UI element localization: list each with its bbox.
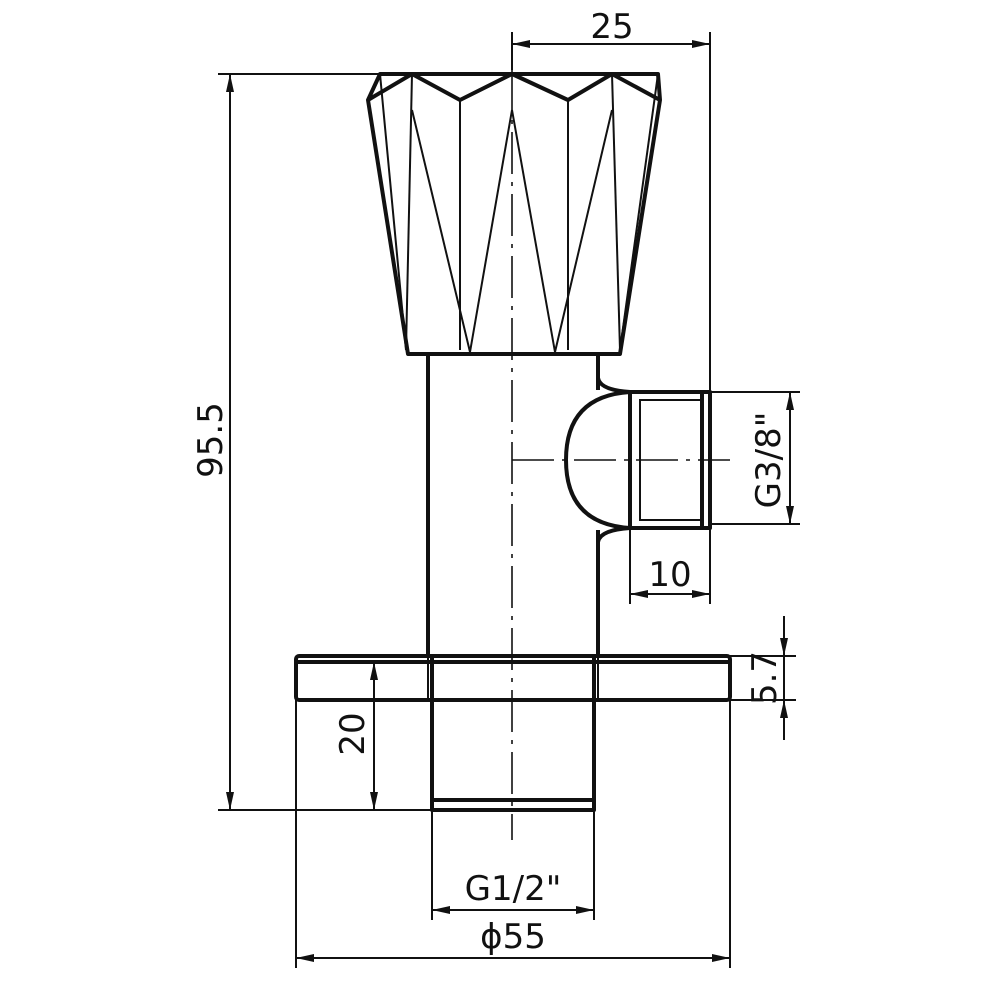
dim-inlet-thread: G1/2" [431, 810, 595, 920]
knob-ridge [611, 73, 621, 351]
dim-flange-diameter: ϕ55 [295, 700, 731, 968]
flange-and-inlet [294, 654, 732, 812]
dim-label: G1/2" [465, 869, 562, 909]
knob-edge [619, 73, 659, 351]
dim-label: 95.5 [191, 402, 231, 478]
valve-body [426, 354, 631, 656]
outlet-fillet-top [596, 377, 631, 394]
arrowhead [692, 40, 710, 48]
dim-overall-height: 95.5 [191, 73, 432, 811]
arrowhead [296, 954, 314, 962]
arrowhead [370, 662, 378, 680]
knob-edge [379, 73, 407, 351]
dim-outlet-length: 10 [629, 524, 711, 604]
arrowhead [432, 906, 450, 914]
inlet-thread-body [430, 654, 596, 812]
arrowhead [512, 40, 530, 48]
knob-ridge [367, 73, 381, 101]
arrowhead [692, 590, 710, 598]
dim-label: 5.7 [745, 651, 785, 705]
dim-flange-thickness: 5.7 [730, 616, 796, 740]
dim-inlet-length: 20 [333, 662, 378, 810]
arrowhead [226, 792, 234, 810]
knob-ridge [405, 73, 413, 351]
arrowhead [786, 506, 794, 524]
dim-label: G3/8" [749, 412, 789, 509]
dim-label: 25 [590, 7, 633, 47]
dim-label: 20 [333, 712, 373, 755]
dim-outlet-offset: 25 [511, 7, 711, 392]
arrowhead [780, 638, 788, 656]
dim-outlet-thread: G3/8" [710, 391, 800, 525]
arrowhead [712, 954, 730, 962]
arrowhead [226, 74, 234, 92]
valve-knob [366, 72, 662, 356]
arrowhead [576, 906, 594, 914]
arrowhead [780, 700, 788, 718]
arrowhead [786, 392, 794, 410]
arrowhead [630, 590, 648, 598]
dim-label: 10 [648, 555, 691, 595]
dim-label: ϕ55 [480, 917, 546, 957]
outlet-fillet-bottom [596, 526, 631, 543]
arrowhead [370, 792, 378, 810]
